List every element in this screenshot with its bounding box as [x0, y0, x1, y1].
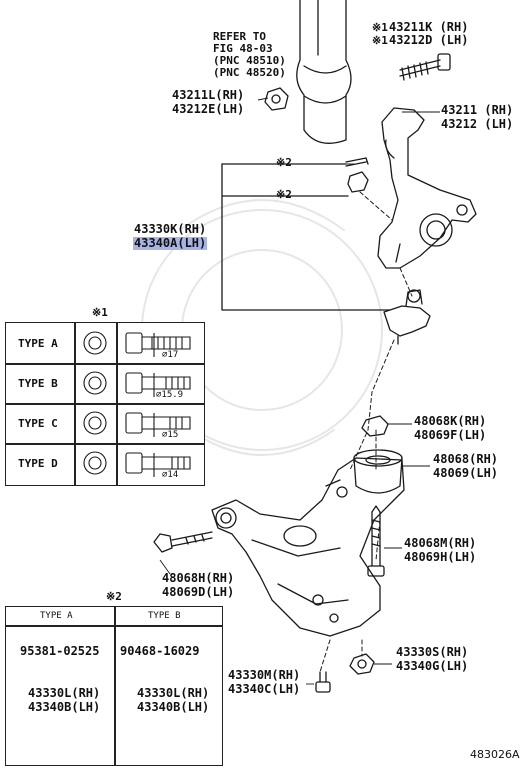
knuckle-lh[interactable]: 43212 (LH): [441, 117, 514, 131]
leader-bracket: [221, 163, 391, 311]
bolt-48068m-rh[interactable]: 48068M(RH): [404, 536, 477, 550]
nut-48068k-icon: [361, 415, 389, 437]
bolt-43211k-icon: [399, 53, 451, 81]
stud-bolt-c-icon: [125, 412, 191, 437]
cotter-type-table: TYPE A TYPE B 95381-02525 90468-16029 43…: [5, 606, 223, 766]
nut-43330s-lh[interactable]: 43340G(LH): [396, 659, 469, 673]
table1-mark: ※1: [92, 306, 108, 319]
bolt-43330m-lh[interactable]: 43340C(LH): [228, 682, 301, 696]
table2-b-part2-lh[interactable]: 43340B(LH): [137, 700, 210, 714]
bolt-top-mark-2: ※1: [372, 34, 388, 47]
bushing-lh[interactable]: 48069(LH): [433, 466, 499, 480]
bolt-48068m-icon: [367, 505, 385, 577]
nut-43211l-icon: [264, 87, 289, 111]
table1-type-b: TYPE B: [18, 377, 58, 390]
table1-type-d: TYPE D: [18, 457, 58, 470]
ball-joint-lh[interactable]: 43340A(LH): [133, 236, 208, 250]
table2-a-part1[interactable]: 95381-02525: [20, 644, 100, 658]
refer-line-3: (PNC 48510): [213, 54, 286, 67]
castle-nut-icon: [347, 171, 369, 193]
table2-header-b: TYPE B: [148, 611, 181, 621]
washer-icon: [83, 411, 107, 435]
refer-line-1: REFER TO: [213, 30, 266, 43]
table2-b-part2-rh[interactable]: 43330L(RH): [137, 686, 210, 700]
bolt-43330m-rh[interactable]: 43330M(RH): [228, 668, 301, 682]
table2-mark: ※2: [106, 590, 122, 603]
nut-43330s-rh[interactable]: 43330S(RH): [396, 645, 469, 659]
bushing-48068-icon: [353, 449, 403, 494]
lower-control-arm: [211, 457, 405, 637]
ball-joint: [383, 289, 431, 345]
table1-type-a: TYPE A: [18, 337, 58, 350]
table2-header-a: TYPE A: [40, 611, 73, 621]
nut-43330s-icon: [349, 653, 375, 675]
table1-dim-a: ⌀17: [162, 350, 179, 360]
table1-dim-d: ⌀14: [162, 470, 179, 480]
nut-top-lh[interactable]: 43212E(LH): [172, 102, 245, 116]
stud-bolt-d-icon: [125, 452, 191, 477]
bolt-48068h-icon: [153, 531, 213, 553]
knuckle-rh[interactable]: 43211 (RH): [441, 103, 514, 117]
figure-number: 483026A: [470, 748, 520, 761]
bolt-48068h-lh[interactable]: 48069D(LH): [162, 585, 235, 599]
stud-bolt-a-icon: [125, 332, 191, 357]
bolt-top-lh[interactable]: 43212D (LH): [389, 33, 469, 47]
nut-48068k-lh[interactable]: 48069F(LH): [414, 428, 487, 442]
steering-knuckle: [377, 107, 477, 269]
table2-a-part2-lh[interactable]: 43340B(LH): [28, 700, 101, 714]
bolt-48068m-lh[interactable]: 48069H(LH): [404, 550, 477, 564]
bushing-rh[interactable]: 48068(RH): [433, 452, 499, 466]
table2-a-part2-rh[interactable]: 43330L(RH): [28, 686, 101, 700]
washer-icon: [83, 331, 107, 355]
ball-joint-rh[interactable]: 43330K(RH): [134, 222, 207, 236]
bolt-type-table: TYPE A TYPE B TYPE C TYPE D ⌀17 ⌀15.9 ⌀1…: [5, 322, 205, 486]
bolt-48068h-rh[interactable]: 48068H(RH): [162, 571, 235, 585]
washer-icon: [83, 451, 107, 475]
refer-line-2: FIG 48-03: [213, 42, 273, 55]
nut-48068k-rh[interactable]: 48068K(RH): [414, 414, 487, 428]
table1-dim-b: ⌀15.9: [156, 390, 184, 400]
nut-top-rh[interactable]: 43211L(RH): [172, 88, 245, 102]
table1-dim-c: ⌀15: [162, 430, 179, 440]
washer-icon: [83, 371, 107, 395]
stud-bolt-b-icon: [125, 372, 191, 397]
table1-type-c: TYPE C: [18, 417, 58, 430]
strut-assembly: [296, 0, 352, 144]
table1-illustrations: [83, 331, 191, 477]
bolt-top-rh[interactable]: 43211K (RH): [389, 20, 469, 34]
cotter-pin-icon: [345, 157, 369, 167]
ref-mark-nut: ※2: [276, 188, 292, 201]
ref-mark-cotter: ※2: [276, 156, 292, 169]
table2-b-part1[interactable]: 90468-16029: [120, 644, 200, 658]
refer-line-4: (PNC 48520): [213, 66, 286, 79]
bolt-43330m-icon: [315, 671, 331, 693]
bolt-top-mark: ※1: [372, 21, 388, 34]
